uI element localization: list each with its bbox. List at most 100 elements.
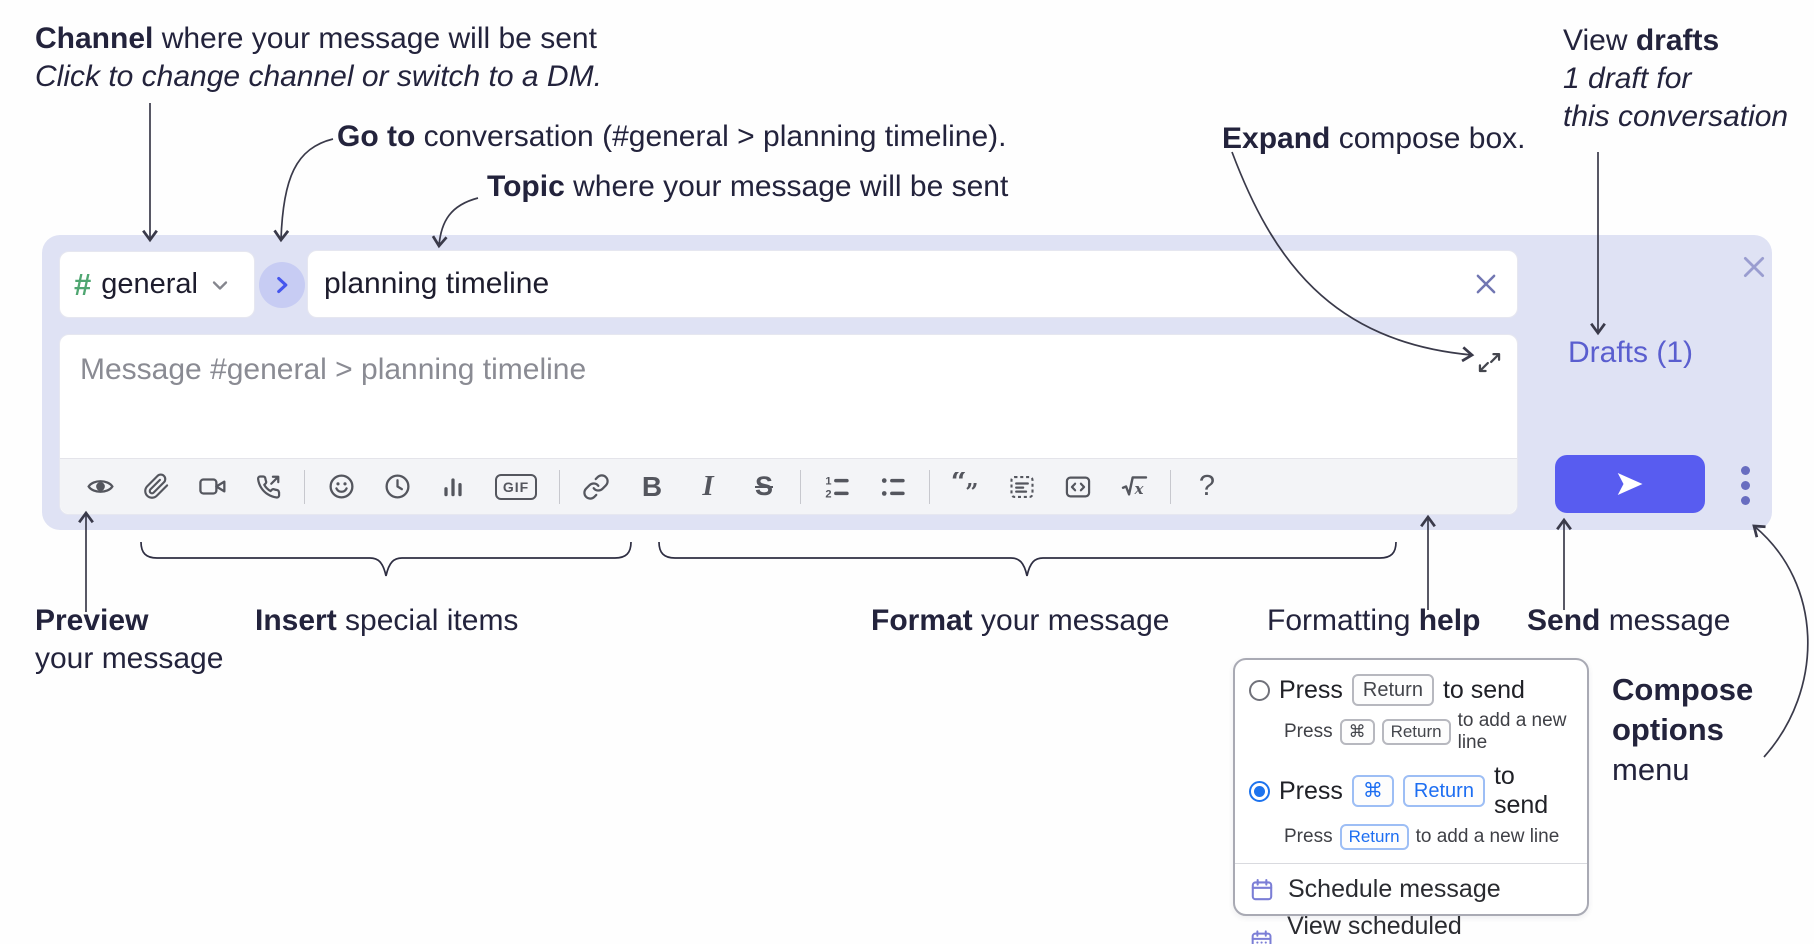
- send-note-bold: Send: [1527, 604, 1601, 637]
- expand-note-rest: compose box.: [1330, 122, 1526, 155]
- preview-button[interactable]: [78, 465, 122, 509]
- chevron-right-icon: [277, 276, 288, 294]
- message-placeholder: Message #general > planning timeline: [80, 353, 587, 386]
- view-scheduled-messages-label: View scheduled messages: [1287, 912, 1462, 944]
- attachment-button[interactable]: [134, 465, 178, 509]
- channel-selector[interactable]: # general: [59, 251, 255, 318]
- audio-call-button[interactable]: [246, 465, 290, 509]
- square-root-x-icon: x: [1121, 476, 1147, 498]
- clear-topic-button[interactable]: [1471, 269, 1501, 299]
- topic-value: planning timeline: [324, 267, 550, 300]
- ordered-list-button[interactable]: 1 2: [815, 465, 859, 509]
- code-block-button[interactable]: [1000, 465, 1044, 509]
- popup-divider: [1235, 863, 1587, 864]
- formatting-help-button[interactable]: ?: [1185, 465, 1229, 509]
- goto-conversation-button[interactable]: [259, 262, 305, 308]
- insert-note-bold: Insert: [255, 604, 337, 637]
- drafts-link[interactable]: Drafts (1): [1562, 335, 1699, 371]
- return-key: Return: [1381, 719, 1451, 745]
- formatting-help-bold: help: [1418, 604, 1481, 637]
- goto-note-rest: conversation (#general > planning timeli…: [415, 120, 1007, 153]
- topic-input[interactable]: planning timeline: [307, 250, 1518, 318]
- preview-note: Preview your message: [35, 602, 223, 678]
- expand-note-bold: Expand: [1222, 122, 1331, 155]
- topic-note-rest: where your message will be sent: [564, 170, 1009, 203]
- bulleted-list-icon: [881, 477, 905, 496]
- gif-icon: GIF: [494, 473, 538, 500]
- toolbar-separator: [1170, 469, 1171, 504]
- formula-button[interactable]: x: [1112, 465, 1156, 509]
- video-button[interactable]: [190, 465, 234, 509]
- code-icon: [1065, 476, 1091, 497]
- brace-format: [658, 541, 1397, 577]
- bar-chart-icon: [444, 477, 462, 496]
- brace-insert: [140, 541, 632, 577]
- connector-compose-options: [1752, 524, 1809, 758]
- expand-compose-button[interactable]: [1476, 349, 1503, 376]
- format-note-bold: Format: [871, 604, 973, 637]
- schedule-message-label: Schedule message: [1288, 875, 1501, 903]
- connector-goto: [273, 138, 334, 243]
- emoji-button[interactable]: [319, 465, 363, 509]
- bulleted-list-button[interactable]: [871, 465, 915, 509]
- preview-note-bold: Preview: [35, 604, 149, 637]
- send-note: Send message: [1527, 602, 1730, 640]
- preview-note-line2: your message: [35, 642, 224, 675]
- toolbar-separator: [929, 469, 930, 504]
- bold-icon: B: [641, 470, 663, 502]
- compose-options-line1: Compose: [1612, 672, 1754, 707]
- dots-icon: [1740, 465, 1750, 475]
- send-button[interactable]: [1555, 455, 1705, 513]
- clear-x-icon: [1476, 274, 1496, 294]
- svg-text:x: x: [1133, 480, 1144, 498]
- svg-text:1: 1: [825, 475, 831, 487]
- view-drafts-note: View drafts 1 draft for this conversatio…: [1563, 22, 1788, 136]
- toolbar-separator: [559, 469, 560, 504]
- insert-note-rest: special items: [336, 604, 519, 637]
- bold-button[interactable]: B: [630, 465, 674, 509]
- code-button[interactable]: [1056, 465, 1100, 509]
- goto-note: Go to conversation (#general > planning …: [337, 118, 1007, 156]
- cmd-key: ⌘: [1351, 775, 1394, 807]
- italic-button[interactable]: I: [686, 465, 730, 509]
- recent-button[interactable]: [375, 465, 419, 509]
- insert-note: Insert special items: [255, 602, 518, 640]
- format-note: Format your message: [871, 602, 1169, 640]
- blockquote-button[interactable]: “ ”: [944, 465, 988, 509]
- close-x-icon: [1743, 256, 1765, 278]
- compose-box: # general planning timeline Message #gen…: [42, 235, 1772, 530]
- view-drafts-line2: 1 draft for: [1563, 62, 1692, 95]
- gif-button[interactable]: GIF: [487, 465, 545, 509]
- return-key: Return: [1339, 824, 1409, 850]
- option-cmd-return-to-send[interactable]: Press ⌘ Return to send: [1235, 760, 1587, 822]
- topic-note-bold: Topic: [487, 170, 565, 203]
- toolbar-separator: [800, 469, 801, 504]
- link-icon: [583, 473, 609, 500]
- close-compose-button[interactable]: [1736, 249, 1772, 285]
- code-block-icon: [1010, 475, 1034, 498]
- send-plane-icon: [1617, 473, 1643, 495]
- view-drafts-bold: drafts: [1635, 24, 1720, 57]
- ordered-list-icon: 1 2: [825, 475, 849, 500]
- cmd-key: ⌘: [1339, 719, 1375, 745]
- message-input[interactable]: Message #general > planning timeline: [59, 334, 1518, 515]
- radio-selected-icon[interactable]: [1249, 780, 1270, 802]
- option-return-to-send[interactable]: Press Return to send: [1235, 672, 1587, 708]
- phone-outgoing-icon: [256, 474, 281, 499]
- send-note-rest: message: [1600, 604, 1731, 637]
- calendar-grid-icon: [1251, 930, 1272, 944]
- schedule-message-item[interactable]: Schedule message: [1235, 871, 1587, 908]
- strikethrough-button[interactable]: S: [742, 465, 786, 509]
- channel-note-bold: Channel: [35, 22, 154, 55]
- link-button[interactable]: [574, 465, 618, 509]
- strikethrough-icon: S: [754, 471, 773, 501]
- emoji-smiley-icon: [328, 474, 354, 499]
- radio-unselected-icon[interactable]: [1249, 679, 1270, 701]
- channel-note-line2: Click to change channel or switch to a D…: [35, 60, 602, 93]
- poll-button[interactable]: [431, 465, 475, 509]
- video-camera-icon: [198, 478, 225, 495]
- compose-options-button[interactable]: [1727, 456, 1763, 514]
- view-scheduled-messages-item[interactable]: View scheduled messages: [1235, 908, 1587, 944]
- svg-text:2: 2: [825, 488, 831, 500]
